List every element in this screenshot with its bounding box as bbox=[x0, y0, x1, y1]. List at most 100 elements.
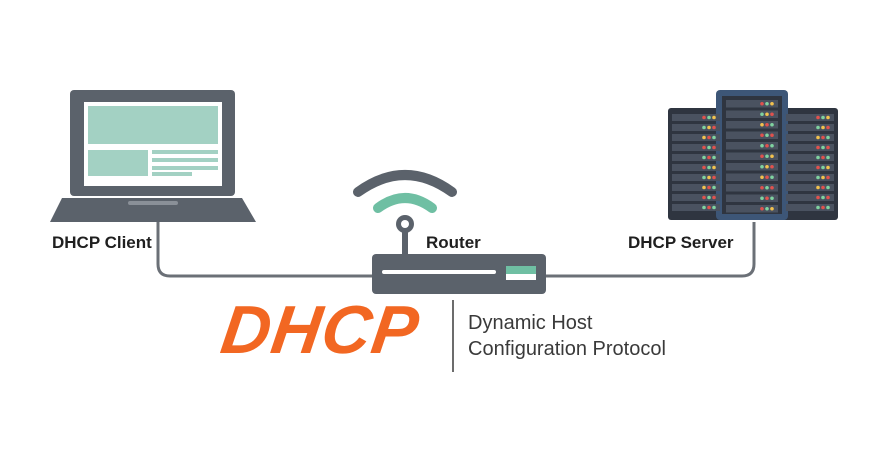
client-router-wire bbox=[156, 222, 372, 278]
server-bay bbox=[786, 184, 834, 191]
server-led bbox=[770, 175, 774, 180]
server-led bbox=[760, 196, 764, 201]
server-led bbox=[826, 175, 830, 180]
server-led bbox=[826, 125, 830, 130]
server-bay bbox=[672, 184, 720, 191]
server-led bbox=[821, 175, 825, 180]
server-led bbox=[760, 206, 764, 211]
dhcp-server-label: DHCP Server bbox=[628, 233, 734, 252]
server-led bbox=[816, 135, 820, 140]
server-led bbox=[821, 145, 825, 150]
server-bay bbox=[672, 134, 720, 141]
server-led bbox=[702, 155, 706, 160]
server-led bbox=[760, 164, 764, 169]
server-led bbox=[760, 185, 764, 190]
server-led bbox=[770, 101, 774, 106]
server-led bbox=[702, 125, 706, 130]
server-led bbox=[712, 195, 716, 200]
server-bay bbox=[726, 184, 778, 192]
server-bay bbox=[786, 174, 834, 181]
server-led bbox=[816, 145, 820, 150]
server-led bbox=[760, 175, 764, 180]
server-led bbox=[821, 135, 825, 140]
server-bay bbox=[672, 114, 720, 121]
server-bay bbox=[786, 124, 834, 131]
server-led bbox=[816, 185, 820, 190]
router-server-wire bbox=[546, 222, 756, 278]
server-bay bbox=[672, 204, 720, 211]
wifi-router-icon bbox=[353, 170, 546, 294]
server-led bbox=[826, 165, 830, 170]
server-led bbox=[821, 165, 825, 170]
server-led bbox=[760, 133, 764, 138]
server-bay bbox=[726, 131, 778, 139]
server-led bbox=[707, 195, 711, 200]
router-label: Router bbox=[426, 233, 481, 252]
server-led bbox=[826, 135, 830, 140]
server-led bbox=[702, 145, 706, 150]
server-led bbox=[707, 185, 711, 190]
server-bay bbox=[726, 142, 778, 150]
full-name-line-1: Dynamic Host bbox=[468, 312, 593, 334]
server-bay bbox=[786, 204, 834, 211]
server-bay bbox=[726, 121, 778, 129]
server-led bbox=[826, 185, 830, 190]
server-bay bbox=[726, 163, 778, 171]
server-led bbox=[826, 205, 830, 210]
server-bay bbox=[672, 194, 720, 201]
dhcp-client-label: DHCP Client bbox=[52, 233, 152, 252]
server-bay bbox=[726, 152, 778, 160]
server-led bbox=[821, 155, 825, 160]
protocol-full-name: Dynamic Host Configuration Protocol bbox=[468, 310, 666, 362]
server-led bbox=[770, 122, 774, 127]
server-led bbox=[702, 115, 706, 120]
server-led bbox=[702, 185, 706, 190]
server-led bbox=[765, 164, 769, 169]
server-led bbox=[707, 205, 711, 210]
server-led bbox=[826, 115, 830, 120]
server-bay bbox=[672, 174, 720, 181]
server-led bbox=[765, 133, 769, 138]
server-led bbox=[702, 175, 706, 180]
server-led bbox=[712, 135, 716, 140]
server-led bbox=[765, 206, 769, 211]
server-bay bbox=[786, 164, 834, 171]
server-led bbox=[816, 175, 820, 180]
server-led bbox=[765, 196, 769, 201]
server-led bbox=[712, 125, 716, 130]
logo-divider bbox=[452, 300, 454, 372]
server-led bbox=[712, 155, 716, 160]
server-rack-icon bbox=[668, 90, 838, 220]
server-led bbox=[702, 195, 706, 200]
server-led bbox=[702, 135, 706, 140]
server-led bbox=[816, 205, 820, 210]
server-led bbox=[826, 155, 830, 160]
server-led bbox=[770, 196, 774, 201]
server-bay bbox=[726, 194, 778, 202]
server-bay bbox=[786, 154, 834, 161]
server-led bbox=[770, 143, 774, 148]
dhcp-logo: DHCP bbox=[216, 292, 425, 368]
server-led bbox=[816, 115, 820, 120]
server-led bbox=[765, 185, 769, 190]
server-led bbox=[760, 154, 764, 159]
server-led bbox=[702, 205, 706, 210]
server-bay bbox=[786, 134, 834, 141]
server-led bbox=[707, 175, 711, 180]
server-led bbox=[707, 135, 711, 140]
server-led bbox=[707, 145, 711, 150]
server-bay bbox=[786, 144, 834, 151]
server-led bbox=[712, 145, 716, 150]
server-led bbox=[770, 164, 774, 169]
server-bay bbox=[786, 114, 834, 121]
full-name-line-2: Configuration Protocol bbox=[468, 338, 666, 360]
server-led bbox=[712, 115, 716, 120]
server-led bbox=[712, 185, 716, 190]
server-led bbox=[826, 145, 830, 150]
server-led bbox=[821, 115, 825, 120]
server-led bbox=[765, 112, 769, 117]
server-led bbox=[816, 195, 820, 200]
laptop-icon bbox=[50, 90, 256, 222]
server-bay bbox=[672, 164, 720, 171]
